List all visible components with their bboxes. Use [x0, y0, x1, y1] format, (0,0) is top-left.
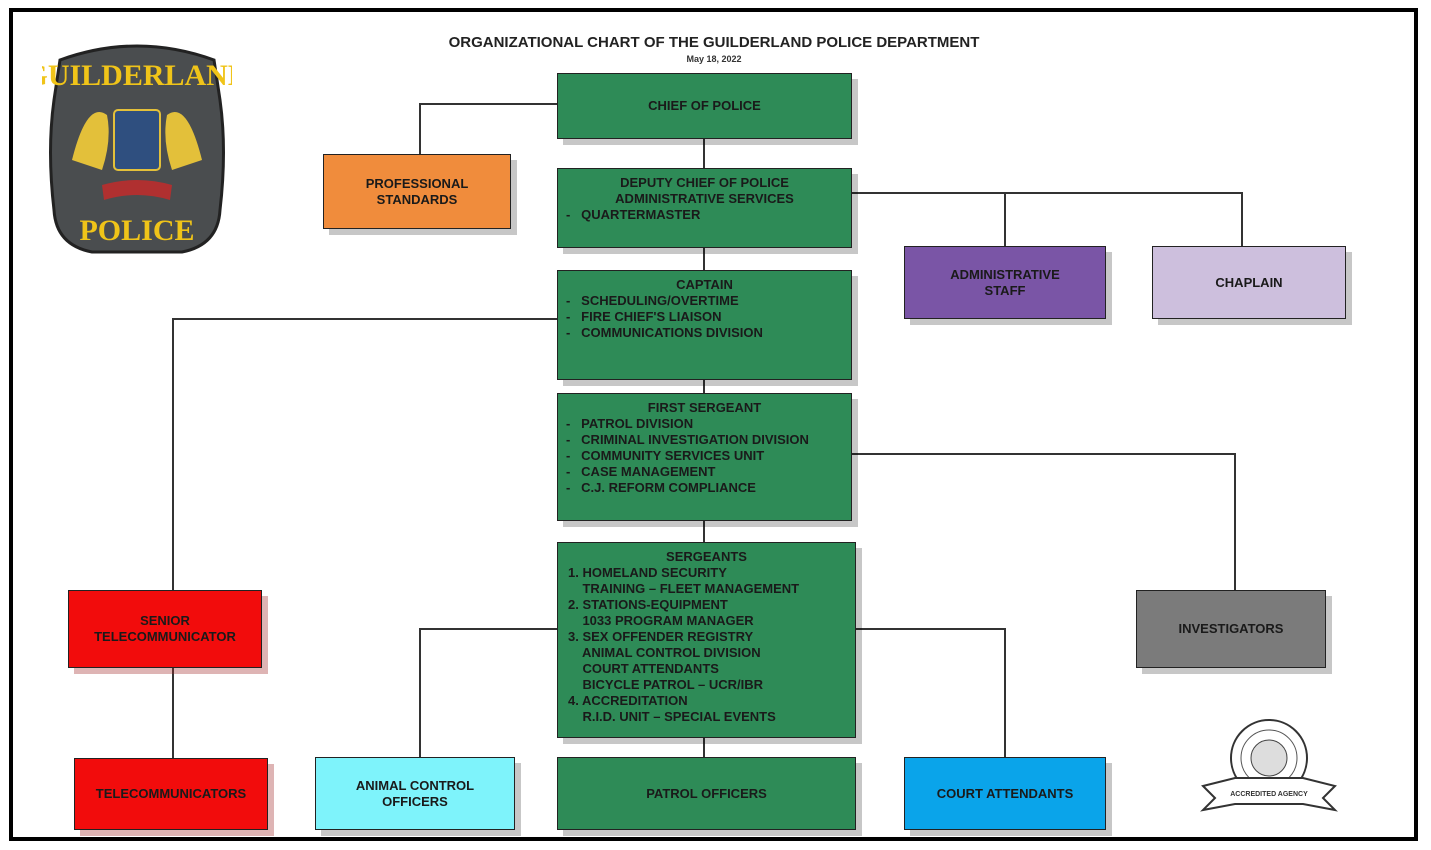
seal-banner-text: ACCREDITED AGENCY [1230, 791, 1308, 798]
box-label: PATROL OFFICERS [646, 785, 767, 801]
guilderland-police-patch-logo: GUILDERLAND POLICE [42, 44, 232, 254]
connector-line [172, 318, 557, 320]
box-item: - SCHEDULING/OVERTIME [566, 293, 739, 308]
patch-bottom-text: POLICE [79, 214, 194, 247]
box-item: - COMMUNITY SERVICES UNIT [566, 448, 765, 463]
box-title: DEPUTY CHIEF OF POLICE [620, 175, 789, 190]
box-deputy-chief: DEPUTY CHIEF OF POLICE ADMINISTRATIVE SE… [557, 168, 852, 248]
box-label: COURT ATTENDANTS [936, 785, 1074, 801]
box-telecommunicators: TELECOMMUNICATORS [74, 758, 268, 830]
box-title: SERGEANTS [666, 549, 747, 564]
box-title: FIRST SERGEANT [647, 400, 762, 415]
box-item: ANIMAL CONTROL DIVISION [568, 645, 761, 660]
box-item: - COMMUNICATIONS DIVISION [566, 325, 763, 340]
box-item: 1033 PROGRAM MANAGER [568, 613, 754, 628]
box-label: INVESTIGATORS [1178, 621, 1284, 636]
box-label: TELECOMMUNICATORS [95, 786, 247, 801]
box-item: 4. ACCREDITATION [568, 693, 688, 708]
connector-line [1241, 192, 1243, 247]
box-label: ANIMAL CONTROL OFFICERS [355, 777, 475, 809]
accreditation-seal-logo: ACCREDITED AGENCY [1200, 719, 1338, 812]
box-item: - CASE MANAGEMENT [566, 464, 716, 479]
box-sergeants: SERGEANTS 1. HOMELAND SECURITY TRAINING … [557, 542, 856, 738]
box-investigators: INVESTIGATORS [1136, 590, 1326, 668]
box-chaplain: CHAPLAIN [1152, 246, 1346, 319]
chart-title: ORGANIZATIONAL CHART OF THE GUILDERLAND … [448, 34, 980, 51]
box-item: - C.J. REFORM COMPLIANCE [566, 480, 756, 495]
box-item: 2. STATIONS-EQUIPMENT [568, 597, 728, 612]
connector-line [172, 318, 174, 760]
box-label: ADMINISTRATIVE STAFF [950, 266, 1060, 298]
box-chief-of-police: CHIEF OF POLICE [557, 73, 852, 139]
box-item: 1. HOMELAND SECURITY [568, 565, 727, 580]
connector-line [419, 103, 557, 105]
box-first-sergeant: FIRST SERGEANT - PATROL DIVISION - CRIMI… [557, 393, 852, 521]
box-label: CHAPLAIN [1215, 274, 1283, 290]
box-label: SENIOR TELECOMMUNICATOR [94, 613, 236, 644]
connector-line [851, 192, 1243, 194]
box-item: - FIRE CHIEF'S LIAISON [566, 309, 722, 324]
box-label: PROFESSIONAL STANDARDS [365, 175, 469, 207]
box-item: COURT ATTENDANTS [568, 661, 719, 676]
chart-date: May 18, 2022 [686, 54, 742, 64]
connector-line [1004, 628, 1006, 758]
connector-line [1004, 192, 1006, 247]
box-item: BICYCLE PATROL – UCR/IBR [568, 677, 764, 692]
patch-top-text: GUILDERLAND [42, 59, 232, 92]
box-item: - CRIMINAL INVESTIGATION DIVISION [566, 432, 809, 447]
box-patrol-officers: PATROL OFFICERS [557, 757, 856, 830]
box-item: R.I.D. UNIT – SPECIAL EVENTS [568, 709, 776, 724]
connector-line [419, 103, 421, 155]
connector-line [419, 628, 421, 758]
box-title: CAPTAIN [676, 277, 733, 292]
box-item: - PATROL DIVISION [566, 416, 694, 431]
box-item: - QUARTERMASTER [566, 207, 701, 222]
box-animal-control-officers: ANIMAL CONTROL OFFICERS [315, 757, 515, 830]
connector-line [419, 628, 557, 630]
box-court-attendants: COURT ATTENDANTS [904, 757, 1106, 830]
connector-line [855, 628, 1005, 630]
box-administrative-staff: ADMINISTRATIVE STAFF [904, 246, 1106, 319]
box-item: 3. SEX OFFENDER REGISTRY [568, 629, 754, 644]
box-captain: CAPTAIN - SCHEDULING/OVERTIME - FIRE CHI… [557, 270, 852, 380]
box-professional-standards: PROFESSIONAL STANDARDS [323, 154, 511, 229]
connector-line [851, 453, 1235, 455]
box-subtitle: ADMINISTRATIVE SERVICES [615, 191, 794, 206]
box-senior-telecommunicator: SENIOR TELECOMMUNICATOR [68, 590, 262, 668]
box-label: CHIEF OF POLICE [648, 98, 761, 113]
box-item: TRAINING – FLEET MANAGEMENT [568, 581, 800, 596]
connector-line [1234, 453, 1236, 591]
